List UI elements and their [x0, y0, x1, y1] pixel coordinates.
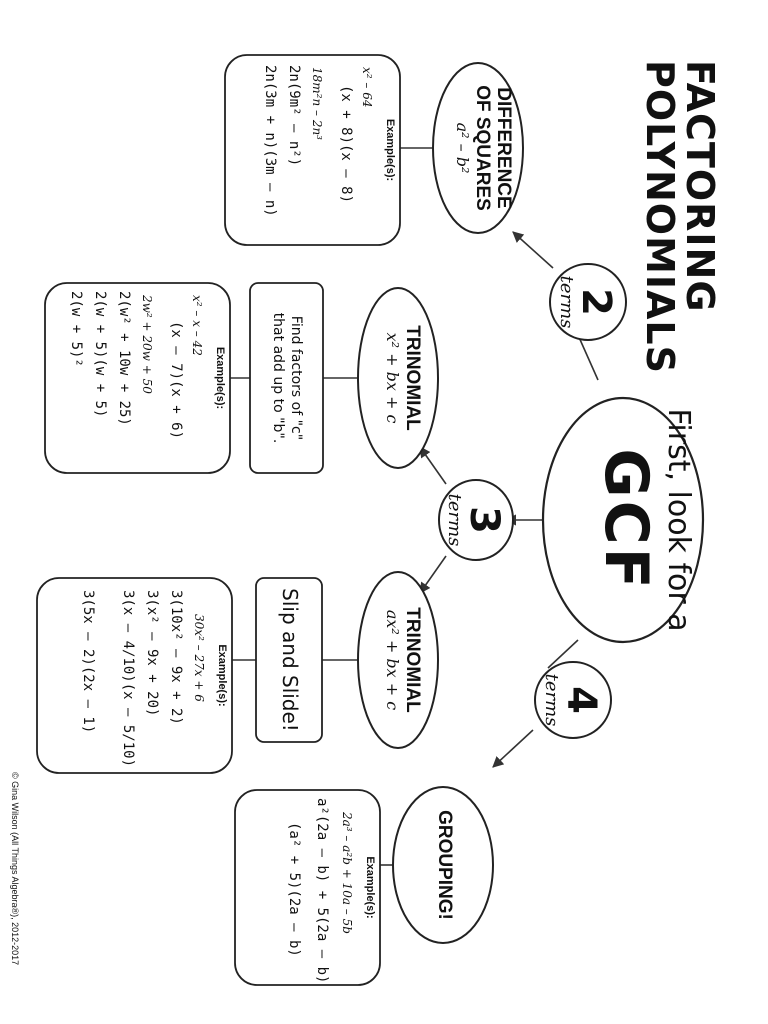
example-problem: 2w² + 20w + 50 [140, 295, 154, 394]
page-title: FACTORING POLYNOMIALS [638, 60, 722, 375]
trinomial-simple-oval [357, 287, 439, 469]
example-step: 2n(9m² – n²) [286, 65, 302, 167]
gcf-label: GCF [591, 448, 661, 592]
example-step: 3(5x – 2)(2x – 1) [80, 590, 96, 734]
dos-title-line-1: DIFFERENCE [493, 87, 514, 209]
example-step: 3(x² – 9x + 20) [144, 590, 160, 717]
grouping-examples-box [234, 789, 381, 986]
example-step: (x + 8)(x – 8) [338, 85, 354, 204]
trinomial-simple-examples: Example(s): x² – x – 42 (x – 7)(x + 6) 2… [68, 283, 226, 473]
method-difference-of-squares: DIFFERENCE OF SQUARES a² – b² [453, 63, 514, 233]
arrow-3-to-trinomial-leading [419, 555, 447, 594]
example-step: (a² + 5)(2a – b) [286, 822, 302, 957]
dos-examples: Example(s): x² – 64 (x + 8)(x – 8) 18m²n… [262, 55, 396, 245]
example-problem: x² – x – 42 [190, 295, 204, 356]
tip-simple-line-1: Find factors of "c" [288, 315, 304, 441]
example-step: 2(w² + 10w + 25) [116, 291, 132, 426]
count-node-3: 3 terms [444, 480, 507, 560]
examples-heading: Example(s): [214, 346, 226, 410]
count-node-2: 2 terms [556, 264, 619, 340]
gcf-node: First, look for a GCF [591, 398, 696, 642]
method-trinomial-leading: TRINOMIAL ax² + bx + c [383, 572, 423, 748]
gcf-oval [541, 396, 705, 644]
title-line-2: POLYNOMIALS [638, 60, 682, 375]
count-word-3: terms [444, 493, 465, 547]
method-grouping: GROUPING! [434, 787, 455, 943]
grouping-title: GROUPING! [434, 810, 455, 920]
example-step: 2(w + 5)² [68, 291, 84, 367]
tip-leading-box [255, 577, 323, 743]
line-gcf-to-4 [547, 639, 579, 669]
count-number-2: 2 [573, 288, 619, 316]
arrow-4-to-grouping [492, 729, 534, 768]
example-problem: x² – 64 [360, 67, 374, 108]
example-step: 2(w + 5)(w + 5) [92, 291, 108, 418]
tip-simple: Find factors of "c" that add up to "b". [269, 283, 305, 473]
example-step: 3(10x² – 9x + 2) [168, 590, 184, 725]
count-word-2: terms [556, 275, 577, 329]
tip-leading-text: Slip and Slide! [278, 588, 302, 732]
tip-simple-box [249, 282, 324, 474]
count-number-4: 4 [558, 686, 604, 714]
example-step: 2n(3m + n)(3m – n) [262, 65, 278, 217]
count-circle-2 [549, 263, 627, 341]
copyright-credit: © Gina Wilson (All Things Algebra®), 201… [10, 772, 20, 966]
example-step: 3(x – 4/10)(x – 5/10) [120, 590, 136, 768]
tip-simple-line-2: that add up to "b". [270, 312, 286, 444]
dos-oval [432, 62, 524, 234]
trinomial-simple-examples-box [44, 282, 231, 474]
count-circle-3 [438, 479, 514, 561]
trinomial-leading-examples: Example(s): 30x² – 27x + 6 3(10x² – 9x +… [80, 578, 228, 773]
gcf-prompt: First, look for a [661, 408, 696, 632]
example-problem: 2a³ – a²b + 10a – 5b [340, 812, 354, 934]
tip-leading: Slip and Slide! [278, 578, 302, 742]
grouping-examples: Example(s): 2a³ – a²b + 10a – 5b a²(2a –… [286, 790, 376, 985]
example-problem: 30x² – 27x + 6 [192, 614, 206, 702]
examples-heading: Example(s): [216, 644, 228, 707]
trinomial-leading-oval [357, 571, 439, 749]
line-gcf-to-2 [577, 334, 599, 381]
arrow-2-to-dos [512, 231, 554, 269]
examples-heading: Example(s): [364, 856, 376, 919]
example-problem: 18m²n – 2n³ [310, 67, 324, 140]
grouping-oval [392, 786, 494, 944]
examples-heading: Example(s): [384, 118, 396, 182]
title-line-1: FACTORING [678, 60, 722, 313]
method-trinomial-simple: TRINOMIAL x² + bx + c [383, 288, 423, 468]
trinomial-simple-title: TRINOMIAL [402, 325, 423, 431]
count-number-3: 3 [461, 506, 507, 534]
trinomial-leading-examples-box [36, 577, 233, 774]
example-step: a²(2a – b) + 5(2a – b) [314, 798, 330, 984]
dos-examples-box [224, 54, 401, 246]
count-word-4: terms [541, 673, 562, 727]
dos-formula: a² – b² [453, 122, 472, 174]
trinomial-simple-formula: x² + bx + c [383, 332, 402, 424]
arrow-3-to-trinomial-simple [419, 446, 447, 485]
trinomial-leading-title: TRINOMIAL [402, 607, 423, 713]
count-circle-4 [534, 661, 612, 739]
dos-title-line-2: OF SQUARES [472, 85, 493, 211]
example-step: (x – 7)(x + 6) [168, 321, 184, 440]
count-node-4: 4 terms [541, 662, 604, 738]
trinomial-leading-formula: ax² + bx + c [383, 609, 402, 711]
